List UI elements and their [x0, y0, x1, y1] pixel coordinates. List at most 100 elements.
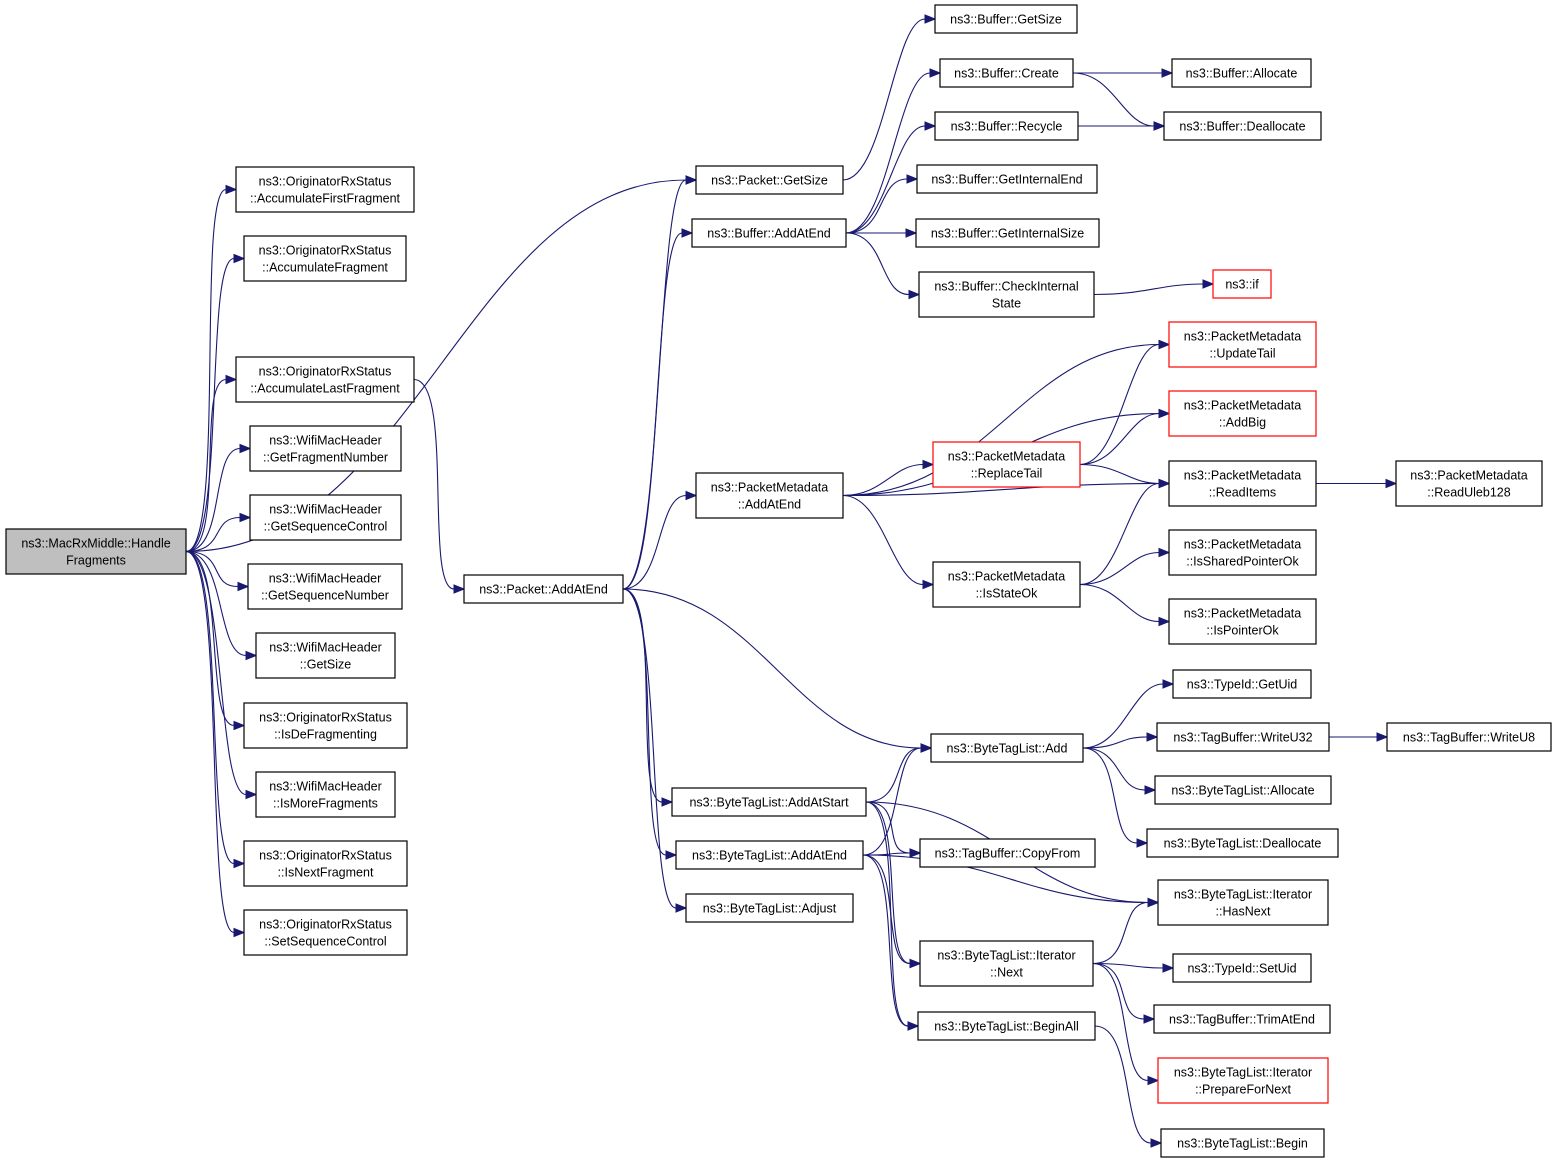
node-is-next[interactable]: ns3::OriginatorRxStatus::IsNextFragment	[243, 840, 408, 887]
node-label: ::HasNext	[1216, 905, 1271, 919]
node-label: ns3::ByteTagList::Begin	[1177, 1137, 1308, 1151]
node-pm-is-state-ok[interactable]: ns3::PacketMetadata::IsStateOk	[932, 561, 1081, 608]
edge-line	[1079, 583, 1160, 623]
node-pm-read-uleb[interactable]: ns3::PacketMetadata::ReadUleb128	[1395, 460, 1543, 507]
node-btl-allocate[interactable]: ns3::ByteTagList::Allocate	[1154, 775, 1332, 805]
node-pkt-add-at-end[interactable]: ns3::Packet::AddAtEnd	[463, 574, 624, 604]
node-tb-write-u8[interactable]: ns3::TagBuffer::WriteU8	[1386, 722, 1552, 752]
node-pm-read-items[interactable]: ns3::PacketMetadata::ReadItems	[1168, 460, 1317, 507]
node-btl-it-prepare[interactable]: ns3::ByteTagList::Iterator::PrepareForNe…	[1157, 1057, 1329, 1104]
edge-arrowhead	[908, 289, 921, 300]
edge-arrowhead	[1162, 679, 1175, 689]
node-buf-add-at-end[interactable]: ns3::Buffer::AddAtEnd	[691, 218, 847, 248]
node-btl-adjust[interactable]: ns3::ByteTagList::Adjust	[685, 893, 854, 923]
node-label: ns3::OriginatorRxStatus	[259, 711, 392, 725]
node-acc-frag[interactable]: ns3::OriginatorRxStatus::AccumulateFragm…	[243, 235, 407, 282]
node-is-de-frag[interactable]: ns3::OriginatorRxStatus::IsDeFragmenting	[243, 702, 408, 749]
edge-buf-recycle-to-buf-deallocate	[1078, 121, 1166, 131]
nodes-layer: ns3::MacRxMiddle::HandleFragmentsns3::Or…	[5, 4, 1552, 1158]
node-btl-it-has-next[interactable]: ns3::ByteTagList::Iterator::HasNext	[1157, 879, 1329, 926]
edge-buf-create-to-buf-allocate	[1073, 68, 1174, 78]
edge-pm-replace-tail-to-pm-update-tail	[1079, 339, 1171, 466]
edge-arrowhead	[1147, 897, 1160, 908]
edge-buf-add-at-end-to-buf-check	[845, 232, 921, 300]
edge-arrowhead	[1146, 732, 1159, 742]
node-btl-deallocate[interactable]: ns3::ByteTagList::Deallocate	[1146, 828, 1339, 858]
node-box	[249, 494, 402, 541]
node-btl-add-at-start[interactable]: ns3::ByteTagList::AddAtStart	[671, 787, 867, 817]
node-pm-is-ptr-ok[interactable]: ns3::PacketMetadata::IsPointerOk	[1168, 598, 1317, 645]
edge-line	[1082, 747, 1138, 844]
edge-pkt-add-at-end-to-pm-add-at-end	[622, 490, 698, 590]
edge-arrowhead	[905, 228, 918, 238]
edge-arrowhead	[685, 175, 698, 185]
node-label: ns3::ByteTagList::Deallocate	[1164, 837, 1322, 851]
node-btl-begin[interactable]: ns3::ByteTagList::Begin	[1160, 1128, 1325, 1158]
node-box	[932, 561, 1081, 608]
edge-arrowhead	[233, 720, 246, 731]
node-tb-copy-from[interactable]: ns3::TagBuffer::CopyFrom	[919, 838, 1096, 868]
node-pkt-get-size[interactable]: ns3::Packet::GetSize	[695, 165, 844, 195]
node-tid-set-uid[interactable]: ns3::TypeId::SetUid	[1172, 953, 1312, 983]
edge-pm-is-state-ok-to-pm-read-items	[1079, 478, 1171, 586]
node-tb-trim-at-end[interactable]: ns3::TagBuffer::TrimAtEnd	[1153, 1004, 1331, 1034]
node-label: ::GetSequenceNumber	[261, 589, 389, 603]
node-tb-write-u32[interactable]: ns3::TagBuffer::WriteU32	[1156, 722, 1330, 752]
edge-arrowhead	[909, 958, 922, 969]
edge-line	[842, 18, 926, 181]
node-box	[1157, 1057, 1329, 1104]
node-label: ns3::OriginatorRxStatus	[259, 365, 392, 379]
node-label: ns3::PacketMetadata	[1410, 469, 1527, 483]
node-get-seq-ctl[interactable]: ns3::WifiMacHeader::GetSequenceControl	[249, 494, 402, 541]
edge-arrowhead	[1158, 478, 1171, 489]
node-set-seq-ctl[interactable]: ns3::OriginatorRxStatus::SetSequenceCont…	[243, 909, 408, 956]
node-buf-get-int-size[interactable]: ns3::Buffer::GetInternalSize	[915, 218, 1100, 248]
node-pm-add-at-end[interactable]: ns3::PacketMetadata::AddAtEnd	[695, 472, 844, 519]
node-ns-if[interactable]: ns3::if	[1212, 269, 1272, 299]
node-acc-first[interactable]: ns3::OriginatorRxStatus::AccumulateFirst…	[235, 166, 415, 213]
edge-line	[842, 494, 924, 586]
node-label: ns3::Packet::AddAtEnd	[479, 583, 608, 597]
node-buf-recycle[interactable]: ns3::Buffer::Recycle	[934, 111, 1079, 141]
node-btl-begin-all[interactable]: ns3::ByteTagList::BeginAll	[917, 1011, 1096, 1041]
edge-line	[622, 232, 683, 590]
node-get-seq-num[interactable]: ns3::WifiMacHeader::GetSequenceNumber	[247, 563, 403, 610]
edge-arrowhead	[1376, 732, 1389, 742]
edge-arrowhead	[922, 459, 935, 470]
node-acc-last[interactable]: ns3::OriginatorRxStatus::AccumulateLastF…	[235, 356, 415, 403]
node-label: ns3::if	[1225, 278, 1259, 292]
node-btl-add-at-end[interactable]: ns3::ByteTagList::AddAtEnd	[675, 840, 864, 870]
node-pm-add-big[interactable]: ns3::PacketMetadata::AddBig	[1168, 390, 1317, 437]
node-buf-deallocate[interactable]: ns3::Buffer::Deallocate	[1163, 111, 1322, 141]
edge-line	[1082, 736, 1148, 749]
edge-arrowhead	[1150, 1138, 1163, 1148]
node-label: ns3::MacRxMiddle::Handle	[21, 537, 170, 551]
node-pm-replace-tail[interactable]: ns3::PacketMetadata::ReplaceTail	[932, 441, 1081, 488]
edge-buf-add-at-end-to-buf-get-int-size	[846, 228, 918, 238]
node-btl-it-next[interactable]: ns3::ByteTagList::Iterator::Next	[919, 940, 1094, 987]
node-pm-update-tail[interactable]: ns3::PacketMetadata::UpdateTail	[1168, 321, 1317, 368]
node-hdr-get-size[interactable]: ns3::WifiMacHeader::GetSize	[255, 632, 396, 679]
node-buf-allocate[interactable]: ns3::Buffer::Allocate	[1171, 58, 1312, 88]
edge-line	[185, 550, 247, 657]
node-tid-get-uid[interactable]: ns3::TypeId::GetUid	[1172, 669, 1312, 699]
node-label: ns3::TagBuffer::CopyFrom	[935, 847, 1081, 861]
edge-line	[1079, 482, 1160, 586]
edge-arrowhead	[907, 1021, 920, 1031]
node-get-frag-num[interactable]: ns3::WifiMacHeader::GetFragmentNumber	[249, 425, 402, 472]
node-pm-is-shared[interactable]: ns3::PacketMetadata::IsSharedPointerOk	[1168, 529, 1317, 576]
node-btl-add[interactable]: ns3::ByteTagList::Add	[930, 733, 1084, 763]
node-label: ns3::Buffer::Deallocate	[1179, 120, 1305, 134]
node-buf-get-size[interactable]: ns3::Buffer::GetSize	[934, 4, 1078, 34]
node-buf-get-int-end[interactable]: ns3::Buffer::GetInternalEnd	[916, 164, 1098, 194]
node-label: ns3::PacketMetadata	[711, 481, 828, 495]
edge-pm-add-at-end-to-pm-is-state-ok	[842, 494, 935, 590]
node-is-more[interactable]: ns3::WifiMacHeader::IsMoreFragments	[255, 771, 396, 818]
node-buf-create[interactable]: ns3::Buffer::Create	[939, 58, 1074, 88]
node-box	[918, 271, 1095, 318]
node-label: ns3::ByteTagList::BeginAll	[934, 1020, 1079, 1034]
node-box	[916, 164, 1098, 194]
